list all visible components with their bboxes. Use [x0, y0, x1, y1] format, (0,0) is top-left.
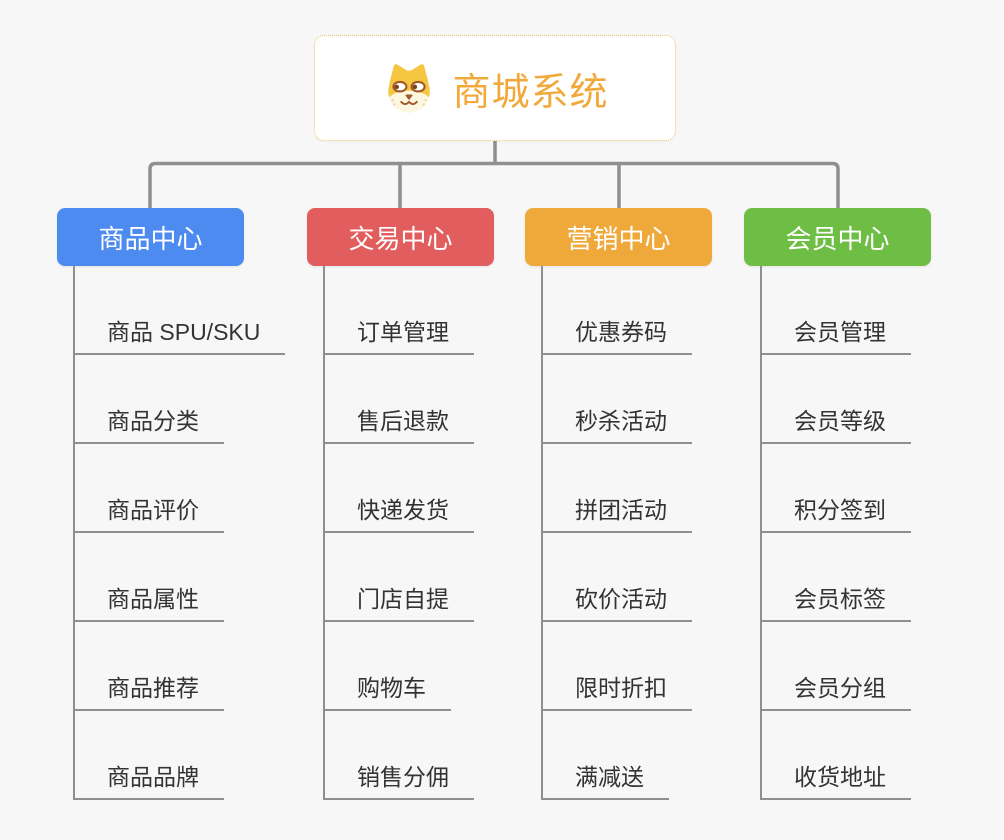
topic-node[interactable]: 会员标签: [762, 533, 911, 622]
branch-bus-line: [148, 161, 840, 210]
branch-column-marketing: 营销中心 优惠券码 秒杀活动 拼团活动 砍价活动 限时折扣 满减送: [525, 208, 712, 800]
topic-node[interactable]: 销售分佣: [325, 711, 474, 800]
topic-node[interactable]: 订单管理: [325, 266, 474, 355]
topic-node[interactable]: 拼团活动: [543, 444, 692, 533]
branch-node-trade[interactable]: 交易中心: [307, 208, 494, 266]
dog-face-icon: [388, 64, 431, 113]
branch-items-member: 会员管理 会员等级 积分签到 会员标签 会员分组 收货地址: [760, 266, 931, 800]
topic-node[interactable]: 会员管理: [762, 266, 911, 355]
root-title: 商城系统: [452, 71, 609, 114]
topic-node[interactable]: 购物车: [325, 622, 451, 711]
topic-node[interactable]: 收货地址: [762, 711, 911, 800]
topic-node[interactable]: 售后退款: [325, 355, 474, 444]
topic-node[interactable]: 商品推荐: [75, 622, 224, 711]
branch-node-marketing[interactable]: 营销中心: [525, 208, 712, 266]
topic-node[interactable]: 商品分类: [75, 355, 224, 444]
topic-node[interactable]: 商品品牌: [75, 711, 224, 800]
topic-node[interactable]: 快递发货: [325, 444, 474, 533]
root-node[interactable]: 商城系统: [314, 35, 676, 141]
topic-node[interactable]: 限时折扣: [543, 622, 692, 711]
topic-node[interactable]: 秒杀活动: [543, 355, 692, 444]
topic-node[interactable]: 门店自提: [325, 533, 474, 622]
topic-node[interactable]: 积分签到: [762, 444, 911, 533]
branch-items-product: 商品 SPU/SKU 商品分类 商品评价 商品属性 商品推荐 商品品牌: [73, 266, 286, 800]
topic-node[interactable]: 商品 SPU/SKU: [75, 266, 286, 355]
branch-column-member: 会员中心 会员管理 会员等级 积分签到 会员标签 会员分组 收货地址: [744, 208, 931, 800]
branch-items-trade: 订单管理 售后退款 快递发货 门店自提 购物车 销售分佣: [323, 266, 494, 800]
topic-node[interactable]: 商品评价: [75, 444, 224, 533]
topic-node[interactable]: 优惠券码: [543, 266, 692, 355]
branch-items-marketing: 优惠券码 秒杀活动 拼团活动 砍价活动 限时折扣 满减送: [541, 266, 712, 800]
topic-node[interactable]: 会员等级: [762, 355, 911, 444]
topic-node[interactable]: 砍价活动: [543, 533, 692, 622]
topic-node[interactable]: 会员分组: [762, 622, 911, 711]
branch-column-trade: 交易中心 订单管理 售后退款 快递发货 门店自提 购物车 销售分佣: [307, 208, 494, 800]
topic-node[interactable]: 满减送: [543, 711, 669, 800]
topic-node[interactable]: 商品属性: [75, 533, 224, 622]
branch-column-product: 商品中心 商品 SPU/SKU 商品分类 商品评价 商品属性 商品推荐 商品品牌: [57, 208, 286, 800]
branch-node-product[interactable]: 商品中心: [57, 208, 244, 266]
branch-node-member[interactable]: 会员中心: [744, 208, 931, 266]
